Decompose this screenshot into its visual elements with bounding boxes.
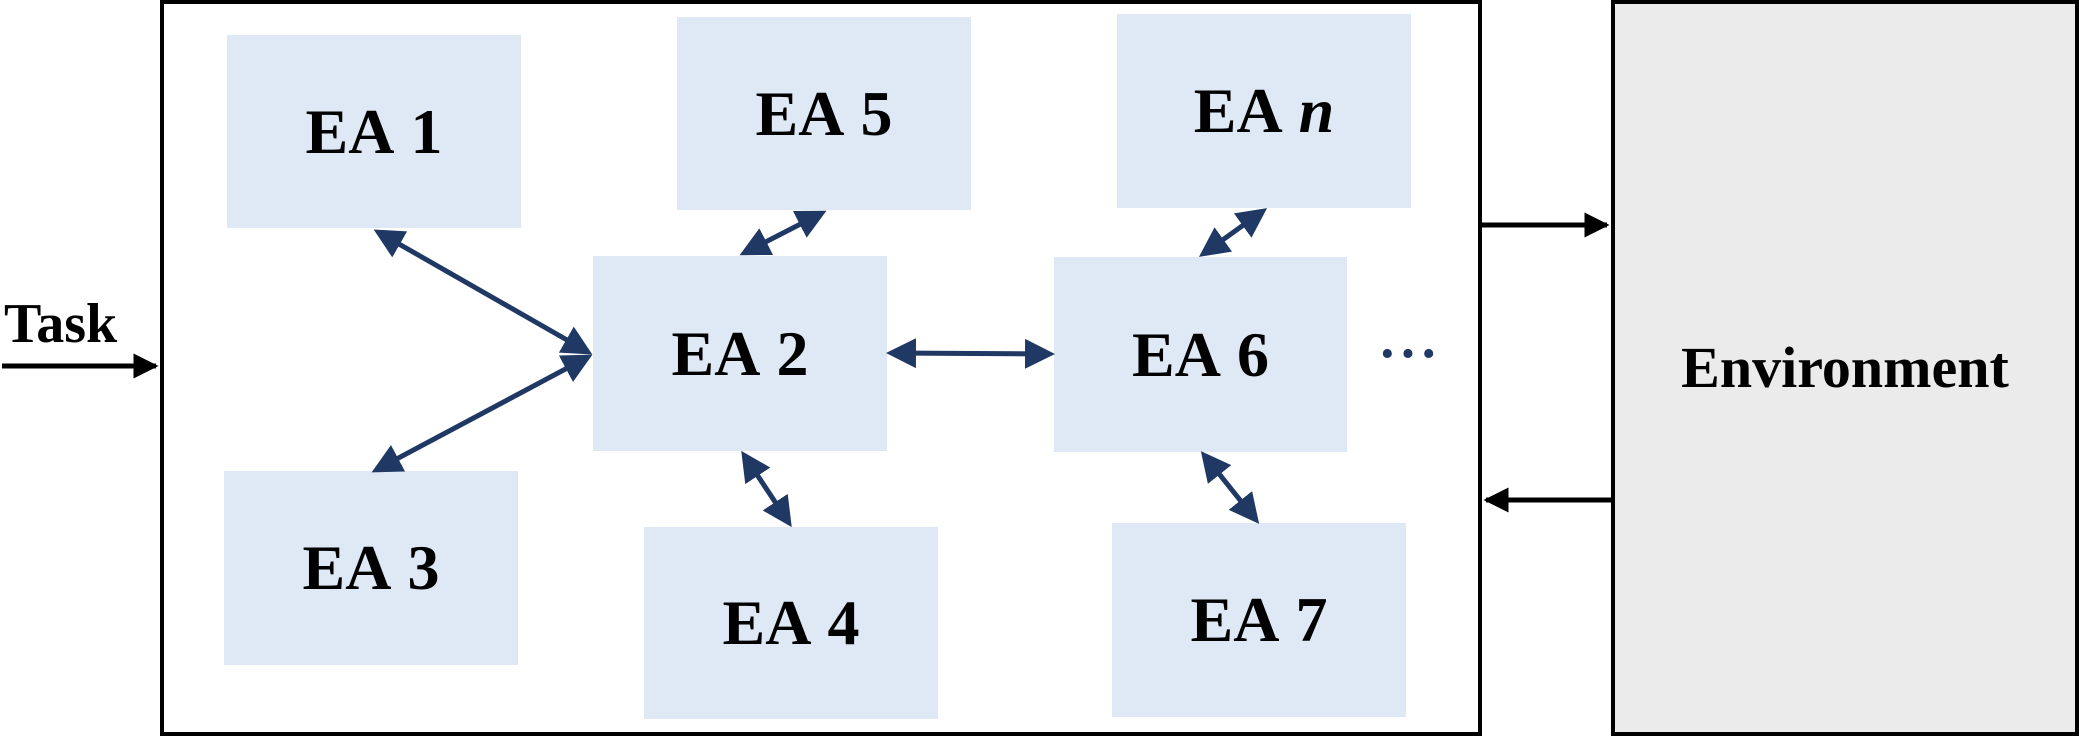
agent-ea1-index: 1 [410,95,443,167]
agent-ea2-index: 2 [776,317,809,389]
agent-ea3-index: 3 [407,532,440,603]
agent-ea3: EA 3 [224,471,518,665]
agent-ea3-prefix: EA [302,532,392,603]
agent-ea2-prefix: EA [671,317,761,389]
agent-ea7: EA 7 [1112,523,1406,717]
agent-ea7-prefix: EA [1190,584,1280,655]
agent-ean: EA n [1117,14,1411,208]
agent-ea6-index: 6 [1236,318,1269,390]
agent-ea2: EA 2 [593,256,887,451]
link-ea2-ea6 [886,338,1055,369]
agent-ea4: EA 4 [644,527,938,719]
agent-ea5-index: 5 [860,77,893,149]
agent-ean-index: n [1298,75,1335,146]
agent-ea7-index: 7 [1295,584,1328,655]
agent-ea1-prefix: EA [305,95,395,167]
agent-ean-prefix: EA [1193,75,1283,146]
link-ea3-ea2 [371,354,593,473]
link-ea2-ea4 [741,450,792,528]
agent-ea6-prefix: EA [1132,318,1221,390]
environment-box: Environment [1611,0,2079,736]
environment-label: Environment [1681,335,2009,400]
agent-ea5-prefix: EA [755,77,845,149]
link-ean-ea6 [1198,208,1268,257]
link-ea5-ea2 [739,210,827,256]
agent-ea6: EA 6 [1054,257,1347,452]
task-label: Task [4,293,118,355]
link-ea1-ea2 [373,229,593,355]
agent-ea4-prefix: EA [722,587,812,658]
agent-ea5: EA 5 [677,17,971,210]
more-agents-ellipsis: ··· [1378,323,1441,385]
link-ea6-ea7 [1200,451,1260,524]
agent-ea1: EA 1 [227,35,521,228]
agent-ea4-index: 4 [827,587,860,658]
